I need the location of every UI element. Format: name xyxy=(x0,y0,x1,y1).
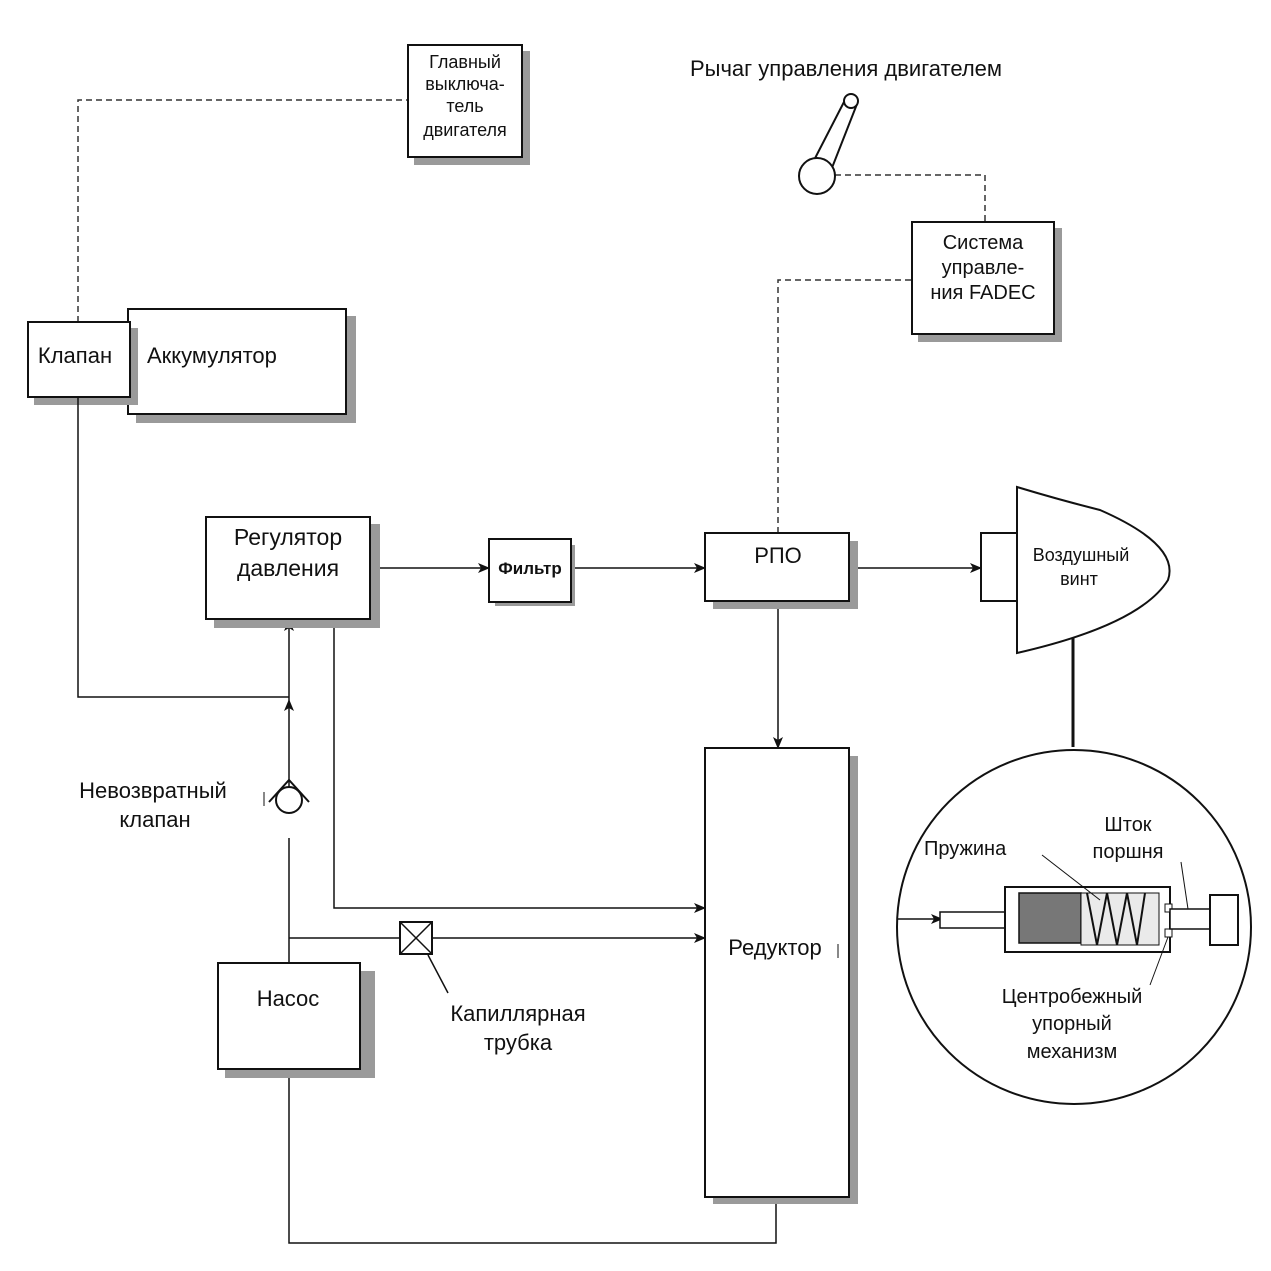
capillary-label-2: трубка xyxy=(484,1030,553,1055)
stop-mechanism-label-3: механизм xyxy=(1027,1041,1117,1063)
stop-mechanism-label-1: Центробежный xyxy=(1002,986,1142,1008)
master-switch-block: Главный выключа- тель двигателя xyxy=(407,44,530,165)
lever-label: Рычаг управления двигателем xyxy=(690,56,1002,81)
propeller-block: Воздушный винт xyxy=(980,485,1171,655)
gearbox-block: Редуктор xyxy=(704,747,858,1204)
detail-callout: Пружина Шток поршня Центробежный упорный… xyxy=(896,749,1252,1105)
spring-label: Пружина xyxy=(924,838,1007,860)
regulator-label-2: давления xyxy=(237,555,339,581)
fadec-label-2: управле- xyxy=(942,257,1025,279)
pressure-regulator-block: Регулятор давления xyxy=(205,516,380,628)
pump-label: Насос xyxy=(257,986,320,1011)
gearbox-label: Редуктор xyxy=(728,935,821,960)
control-dashed-lines xyxy=(77,99,986,533)
filter-block: Фильтр xyxy=(488,538,575,606)
fadec-block: Система управле- ния FADEC xyxy=(911,221,1062,342)
stop-mechanism-label-2: упорный xyxy=(1032,1013,1112,1035)
accumulator-block: Аккумулятор xyxy=(127,308,356,423)
capillary-label-1: Капиллярная xyxy=(450,1001,585,1026)
fadec-label-1: Система xyxy=(943,232,1024,254)
filter-label: Фильтр xyxy=(498,559,561,578)
rpo-label: РПО xyxy=(754,543,802,568)
master-switch-label-2: выключа- xyxy=(425,74,505,94)
regulator-label-1: Регулятор xyxy=(234,524,342,550)
master-switch-label-3: тель xyxy=(446,96,483,116)
propeller-label-1: Воздушный xyxy=(1033,545,1130,565)
engine-lever-icon xyxy=(798,93,859,195)
piston-rod-label-1: Шток xyxy=(1104,814,1151,836)
fadec-label-3: ния FADEC xyxy=(930,282,1035,304)
pump-block: Насос xyxy=(217,962,375,1078)
check-valve-label-1: Невозвратный xyxy=(79,778,227,803)
piston-rod-label-2: поршня xyxy=(1093,841,1164,863)
hydraulic-lines xyxy=(77,397,1078,1244)
master-switch-label-4: двигателя xyxy=(423,120,507,140)
check-valve-icon xyxy=(263,778,310,814)
capillary-tube-icon xyxy=(399,921,449,994)
valve-label: Клапан xyxy=(38,343,112,368)
valve-block: Клапан xyxy=(27,321,138,405)
master-switch-label-1: Главный xyxy=(429,52,501,72)
actuator-icon xyxy=(898,854,1239,986)
propeller-label-2: винт xyxy=(1060,569,1098,589)
accumulator-label: Аккумулятор xyxy=(147,343,277,368)
rpo-block: РПО xyxy=(704,532,858,609)
check-valve-label-2: клапан xyxy=(119,807,190,832)
